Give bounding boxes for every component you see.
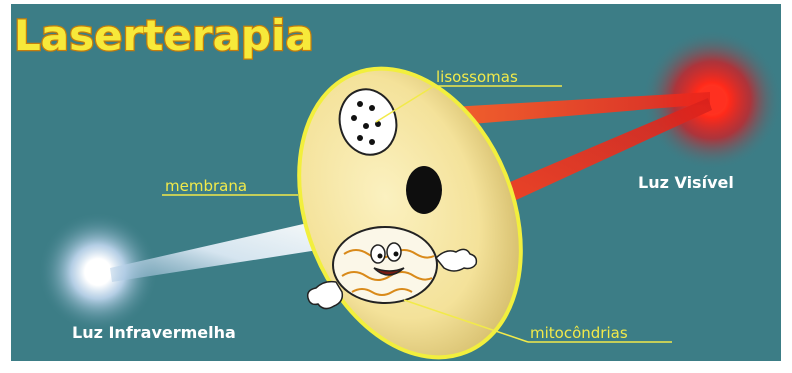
page-title: Laserterapia: [14, 11, 314, 60]
lysosomes-label: lisossomas: [436, 68, 518, 86]
mitochondria-label: mitocôndrias: [530, 324, 628, 342]
infrared-light-label: Luz Infravermelha: [72, 323, 236, 342]
cell-nucleus: [406, 166, 442, 214]
membrane-label: membrana: [165, 177, 247, 195]
visible-light-label: Luz Visível: [638, 173, 734, 192]
